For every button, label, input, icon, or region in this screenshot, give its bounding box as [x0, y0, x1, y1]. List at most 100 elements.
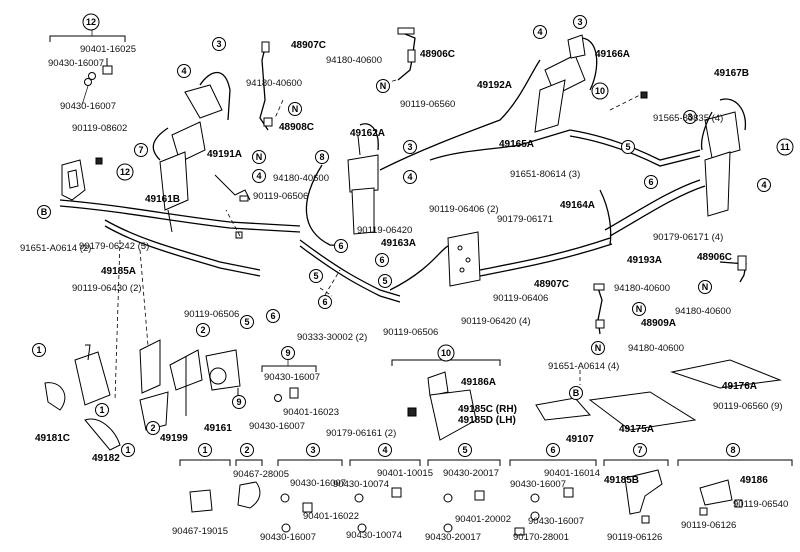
callout-number: 4 — [761, 180, 766, 190]
callout-number: 1 — [202, 445, 207, 455]
part-number-label: 48909A — [641, 318, 676, 329]
callout-11: 11 — [776, 138, 794, 156]
callout-number: 3 — [310, 445, 315, 455]
part-number-label: 90179-06171 (4) — [653, 232, 723, 243]
part-number-label: 49185C (RH) — [458, 404, 517, 415]
part-number-label: 94180-40600 — [246, 78, 302, 89]
callout-circle — [37, 205, 51, 219]
callout-circle — [569, 386, 583, 400]
callout-10: 10 — [437, 344, 455, 362]
callout-circle — [212, 37, 226, 51]
callout-N: N — [591, 341, 605, 355]
part-number-label: 49165A — [499, 139, 534, 150]
callout-circle — [776, 138, 794, 156]
callout-number: 4 — [256, 171, 261, 181]
part-number-label: 49161 — [204, 423, 232, 434]
callout-N: N — [632, 302, 646, 316]
callout-circle — [288, 102, 302, 116]
part-number-label: 90119-06540 — [733, 499, 788, 510]
callout-number: 11 — [780, 142, 790, 152]
callout-number: B — [573, 388, 580, 398]
part-number-label: 90179-06242 (5) — [79, 241, 149, 252]
callout-5: 5 — [458, 443, 472, 457]
part-number-label: 49176A — [722, 381, 757, 392]
callout-circle — [95, 403, 109, 417]
part-number-label: 49199 — [160, 433, 188, 444]
callout-4: 4 — [252, 169, 266, 183]
callout-8: 8 — [726, 443, 740, 457]
callout-circle — [683, 110, 697, 124]
part-number-label: 90119-06406 — [493, 293, 548, 304]
callout-N: N — [252, 150, 266, 164]
callout-4: 4 — [378, 443, 392, 457]
callout-B: B — [569, 386, 583, 400]
callout-circle — [591, 341, 605, 355]
part-number-label: 49186 — [740, 475, 768, 486]
callout-circle — [315, 150, 329, 164]
callout-circle — [726, 443, 740, 457]
part-number-label: 48907C — [291, 40, 326, 51]
callout-number: 2 — [244, 445, 249, 455]
part-number-label: 90119-06430 (2) — [72, 283, 142, 294]
callout-4: 4 — [757, 178, 771, 192]
part-number-label: 49167B — [714, 68, 749, 79]
callout-circle — [621, 140, 635, 154]
callout-number: 12 — [86, 17, 96, 27]
callout-circle — [177, 64, 191, 78]
part-number-label: 91565-80835 (4) — [653, 113, 723, 124]
callout-circle — [240, 315, 254, 329]
callout-circle — [403, 170, 417, 184]
callout-number: 4 — [382, 445, 387, 455]
callout-2: 2 — [146, 421, 160, 435]
callout-circle — [375, 253, 389, 267]
callout-1: 1 — [95, 403, 109, 417]
callout-number: 7 — [138, 145, 143, 155]
callout-circle — [633, 443, 647, 457]
callout-number: 4 — [537, 27, 542, 37]
part-number-label: 48907C — [534, 279, 569, 290]
callout-number: 6 — [648, 177, 653, 187]
callout-circle — [232, 395, 246, 409]
callout-circle — [240, 443, 254, 457]
part-number-label: 94180-40600 — [628, 343, 684, 354]
part-number-label: 94180-40600 — [614, 283, 670, 294]
callout-circle — [196, 323, 210, 337]
part-number-label: 49192A — [477, 80, 512, 91]
callout-circle — [32, 343, 46, 357]
callout-6: 6 — [644, 175, 658, 189]
part-number-label: 90430-20017 — [443, 468, 499, 479]
callout-number: 10 — [441, 348, 451, 358]
callout-5: 5 — [378, 274, 392, 288]
part-number-label: 48906C — [420, 49, 455, 60]
callout-number: N — [292, 104, 299, 114]
callout-6: 6 — [375, 253, 389, 267]
callout-number: N — [595, 343, 602, 353]
callout-number: 3 — [407, 142, 412, 152]
callout-2: 2 — [196, 323, 210, 337]
callout-3: 3 — [683, 110, 697, 124]
part-number-label: 49186A — [461, 377, 496, 388]
callout-1: 1 — [121, 443, 135, 457]
part-number-label: 94180-40600 — [326, 55, 382, 66]
callout-number: 3 — [216, 39, 221, 49]
callout-circle — [378, 443, 392, 457]
callout-5: 5 — [621, 140, 635, 154]
callout-number: 3 — [687, 112, 692, 122]
callout-3: 3 — [212, 37, 226, 51]
callout-B: B — [37, 205, 51, 219]
part-number-label: 90467-19015 — [172, 526, 228, 537]
callout-number: N — [636, 304, 643, 314]
part-number-label: 48906C — [697, 252, 732, 263]
part-number-label: 90430-10074 — [333, 479, 389, 490]
part-number-label: 49107 — [566, 434, 594, 445]
callout-5: 5 — [240, 315, 254, 329]
callout-N: N — [288, 102, 302, 116]
callout-number: 9 — [285, 348, 290, 358]
part-number-label: 91651-80614 (3) — [510, 169, 580, 180]
callout-circle — [757, 178, 771, 192]
part-number-label: 90430-16007 — [260, 532, 316, 543]
callout-7: 7 — [633, 443, 647, 457]
part-number-label: 90401-20002 — [455, 514, 511, 525]
part-number-label: 90430-20017 — [425, 532, 481, 543]
